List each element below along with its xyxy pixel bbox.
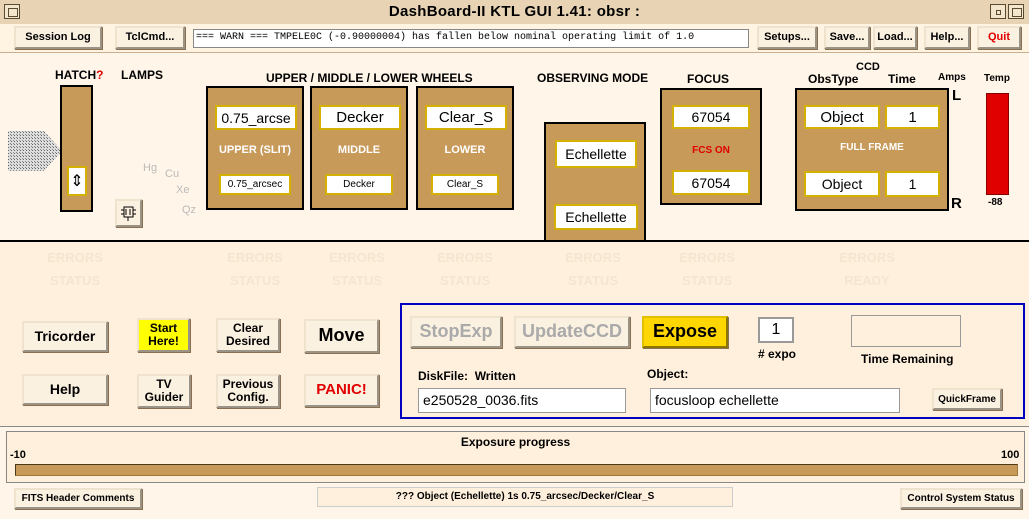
tclcmd-button[interactable]: TclCmd... — [115, 26, 185, 49]
observing-mode-header: OBSERVING MODE — [537, 71, 649, 85]
wheels-header: UPPER / MIDDLE / LOWER WHEELS — [266, 71, 473, 85]
move-button[interactable]: Move — [304, 319, 379, 353]
lamp-icon[interactable] — [115, 199, 142, 227]
time-remaining-label: Time Remaining — [861, 352, 954, 366]
middle-wheel-panel: Decker MIDDLE Decker — [310, 86, 408, 210]
time-remaining-display — [851, 315, 961, 347]
panic-button[interactable]: PANIC! — [304, 374, 379, 407]
window-title: DashBoard-II KTL GUI 1.41: obsr : — [388, 3, 641, 20]
quickframe-button[interactable]: QuickFrame — [932, 388, 1002, 410]
temp-header: Temp — [984, 73, 1010, 84]
toolbar: Session Log TclCmd... === WARN === TMPEL… — [0, 24, 1029, 53]
fits-header-comments-button[interactable]: FITS Header Comments — [14, 488, 142, 509]
focus-header: FOCUS — [687, 72, 729, 86]
frame-label: FULL FRAME — [840, 142, 904, 153]
load-button[interactable]: Load... — [873, 26, 917, 49]
progress-min-label: -10 — [10, 449, 26, 461]
progress-title: Exposure progress — [460, 435, 571, 449]
focus-input[interactable]: 67054 — [672, 170, 750, 195]
middle-wheel-label: MIDDLE — [337, 144, 381, 156]
object-field[interactable]: focusloop echellette — [650, 388, 900, 413]
save-button[interactable]: Save... — [824, 26, 870, 49]
previous-config-button[interactable]: Previous Config. — [216, 374, 280, 408]
diskfile-label: DiskFile: Written — [418, 369, 516, 383]
quit-button[interactable]: Quit — [977, 26, 1021, 49]
progress-max-label: 100 — [1001, 449, 1020, 461]
tv-guider-button[interactable]: TV Guider — [137, 374, 191, 408]
amps-header: Amps — [938, 72, 966, 83]
temperature-value: -88 — [988, 197, 1003, 208]
session-log-button[interactable]: Session Log — [14, 26, 102, 49]
maximize-button[interactable] — [1008, 4, 1024, 19]
observing-mode-select[interactable]: Echellette — [554, 204, 638, 230]
lamp-qz: Qz — [182, 204, 197, 216]
start-here-button[interactable]: Start Here! — [137, 318, 190, 352]
status-line: ??? Object (Echellette) 1s 0.75_arcsec/D… — [317, 487, 733, 507]
obstype-select[interactable]: Object — [804, 171, 880, 197]
lower-wheel-panel: Clear_S LOWER Clear_S — [416, 86, 514, 210]
stopexp-button[interactable]: StopExp — [410, 316, 502, 348]
upper-wheel-panel: 0.75_arcse UPPER (SLIT) 0.75_arcsec — [206, 86, 304, 210]
object-label: Object: — [647, 367, 689, 381]
lamp-hg: Hg — [143, 162, 158, 174]
progress-trough — [15, 464, 1018, 476]
expose-button[interactable]: Expose — [642, 316, 728, 348]
minimize-button[interactable] — [990, 4, 1006, 19]
focus-value: 67054 — [672, 105, 750, 129]
obstype-value: Object — [804, 105, 880, 129]
ccd-panel: Object 1 FULL FRAME Object 1 — [795, 88, 949, 211]
lamp-xe: Xe — [176, 184, 190, 196]
control-system-status-button[interactable]: Control System Status — [900, 488, 1022, 509]
progress-panel: Exposure progress -10 100 — [6, 431, 1025, 483]
obstype-header: ObsType — [808, 72, 859, 86]
expo-count-label: # expo — [758, 347, 797, 361]
middle-wheel-select[interactable]: Decker — [325, 174, 393, 195]
observing-mode-value: Echellette — [555, 140, 637, 168]
hatch-toggle-button[interactable]: ⇕ — [67, 166, 87, 196]
focus-status: FCS ON — [692, 145, 730, 156]
clear-desired-button[interactable]: Clear Desired — [216, 318, 280, 352]
help-button[interactable]: Help... — [924, 26, 970, 49]
diskfile-field[interactable]: e250528_0036.fits — [418, 388, 626, 413]
window-titlebar: DashBoard-II KTL GUI 1.41: obsr : — [0, 0, 1029, 25]
exptime-input[interactable]: 1 — [885, 171, 940, 197]
hatch-arrow-graphic — [8, 126, 62, 176]
lamps-header: LAMPS — [121, 68, 163, 82]
amp-left-label: L — [952, 87, 962, 104]
upper-wheel-value: 0.75_arcse — [215, 105, 297, 130]
observing-mode-panel: Echellette Echellette — [544, 122, 646, 242]
help-control-button[interactable]: Help — [22, 374, 108, 405]
lamp-cu: Cu — [165, 168, 180, 180]
time-header: Time — [888, 72, 916, 86]
updateccd-button[interactable]: UpdateCCD — [514, 316, 630, 348]
lower-wheel-value: Clear_S — [425, 105, 507, 130]
upper-wheel-select[interactable]: 0.75_arcsec — [219, 174, 291, 195]
lower-wheel-label: LOWER — [444, 144, 486, 156]
tricorder-button[interactable]: Tricorder — [22, 321, 108, 352]
temperature-bar — [986, 93, 1009, 195]
hatch-panel: ⇕ — [60, 85, 93, 212]
warning-message-field[interactable]: === WARN === TMPELE0C (-0.90000004) has … — [193, 29, 749, 48]
middle-wheel-value: Decker — [319, 105, 401, 130]
upper-wheel-label: UPPER (SLIT) — [218, 144, 292, 156]
ccd-header: CCD — [856, 61, 880, 73]
focus-panel: 67054 FCS ON 67054 — [660, 88, 762, 205]
window-menu-button[interactable] — [4, 4, 20, 19]
setups-button[interactable]: Setups... — [757, 26, 817, 49]
hatch-header: HATCH? — [55, 68, 104, 82]
lower-wheel-select[interactable]: Clear_S — [431, 174, 499, 195]
exptime-value: 1 — [885, 105, 940, 129]
amp-right-label: R — [951, 195, 962, 212]
exposure-panel: StopExp UpdateCCD Expose 1 # expo Time R… — [400, 303, 1025, 419]
expo-count-input[interactable]: 1 — [758, 317, 794, 343]
